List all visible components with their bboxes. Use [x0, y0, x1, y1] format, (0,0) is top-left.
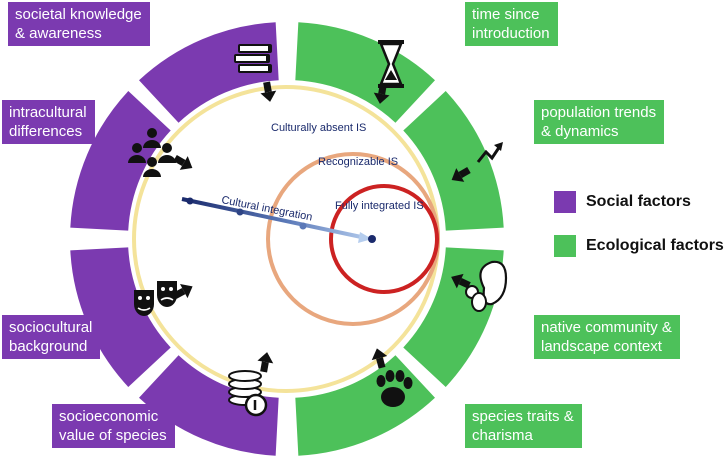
label-sociocultural-background: sociocultural background	[2, 315, 101, 359]
trend-up-icon	[476, 142, 503, 163]
squirrel-icon	[465, 260, 508, 312]
label-intracultural-differences: intracultural differences	[2, 100, 95, 144]
cultural-integration-arrow	[181, 197, 376, 243]
label-societal-knowledge: societal knowledge & awareness	[8, 2, 150, 46]
legend-social-label: Social factors	[586, 193, 691, 210]
label-time-since-introduction: time since introduction	[465, 2, 558, 46]
legend-ecological-swatch	[554, 235, 576, 257]
legend-social-swatch	[554, 191, 576, 213]
arrow-societal-knowledge	[260, 81, 277, 102]
arrow-time-since-introduction	[373, 83, 390, 104]
arrow-population-trends	[451, 166, 471, 182]
segment-population-trends	[403, 91, 504, 231]
segment-socioeconomic-value	[139, 355, 279, 456]
arrow-intracultural-differences	[173, 154, 193, 170]
segment-native-community	[403, 247, 504, 387]
arrow-socioeconomic-value	[257, 352, 274, 373]
arrow-sociocultural-background	[173, 283, 193, 299]
factor-ring	[70, 22, 504, 456]
arrow-native-community	[451, 273, 471, 289]
recognizable-label: Recognizable IS	[318, 156, 398, 168]
factor-arrows	[173, 81, 471, 373]
label-socioeconomic-value: socioeconomic value of species	[52, 404, 175, 448]
fully-integrated-label: Fully integrated IS	[335, 200, 424, 212]
arrow-species-traits	[371, 348, 388, 369]
legend-social: Social factors	[554, 191, 691, 213]
legend-ecological: Ecological factors	[554, 235, 724, 257]
label-native-community: native community & landscape context	[534, 315, 680, 359]
culturally-absent-label: Culturally absent IS	[271, 122, 366, 134]
theater-masks-icon	[134, 281, 177, 316]
hourglass-icon	[378, 40, 404, 88]
segment-intracultural-differences	[70, 91, 171, 231]
paw-print-icon	[376, 370, 413, 407]
books-icon	[234, 44, 272, 73]
label-population-trends: population trends & dynamics	[534, 100, 665, 144]
label-species-traits: species traits & charisma	[465, 404, 582, 448]
segment-sociocultural-background	[70, 247, 171, 387]
coins-icon	[228, 370, 268, 417]
legend-ecological-label: Ecological factors	[586, 237, 724, 254]
fully-integrated-ring	[329, 184, 439, 294]
recognizable-ring	[266, 152, 440, 326]
segment-time-since-introduction	[295, 22, 435, 123]
people-group-icon	[128, 128, 176, 177]
